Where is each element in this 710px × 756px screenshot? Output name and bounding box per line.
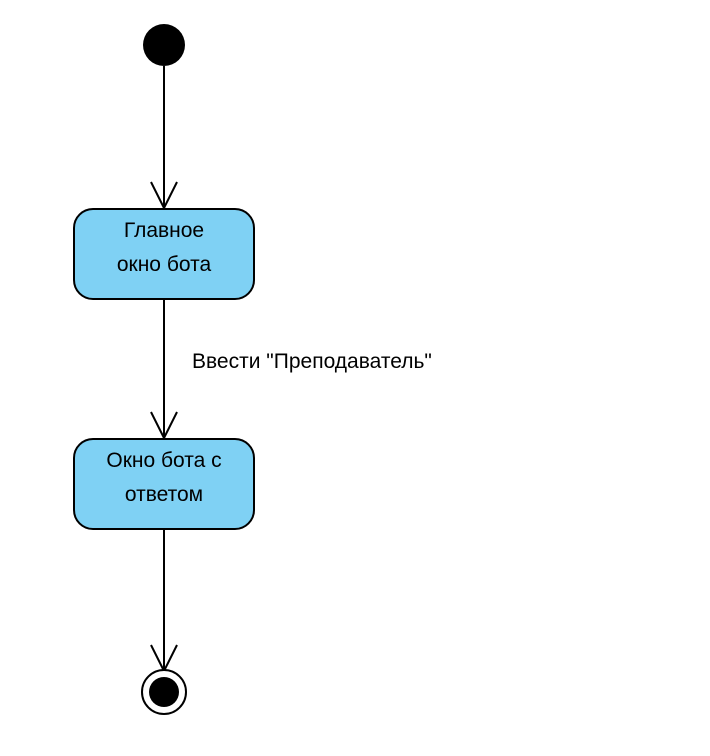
state-main-line-2: окно бота: [117, 253, 212, 276]
state-answer-line-1: Окно бота с: [106, 449, 221, 472]
transition-initial-to-main: [150, 66, 178, 211]
initial-node: [143, 24, 185, 66]
state-answer-line-2: ответом: [125, 483, 203, 506]
transition-label: Ввести "Преподаватель": [192, 350, 432, 373]
state-main-line-1: Главное: [124, 219, 204, 242]
state-main-window: Главное окно бота: [73, 208, 255, 300]
transition-answer-to-final: [150, 529, 178, 674]
transition-main-to-answer: [150, 299, 178, 441]
final-node: [141, 669, 187, 715]
state-answer-window: Окно бота с ответом: [73, 438, 255, 530]
